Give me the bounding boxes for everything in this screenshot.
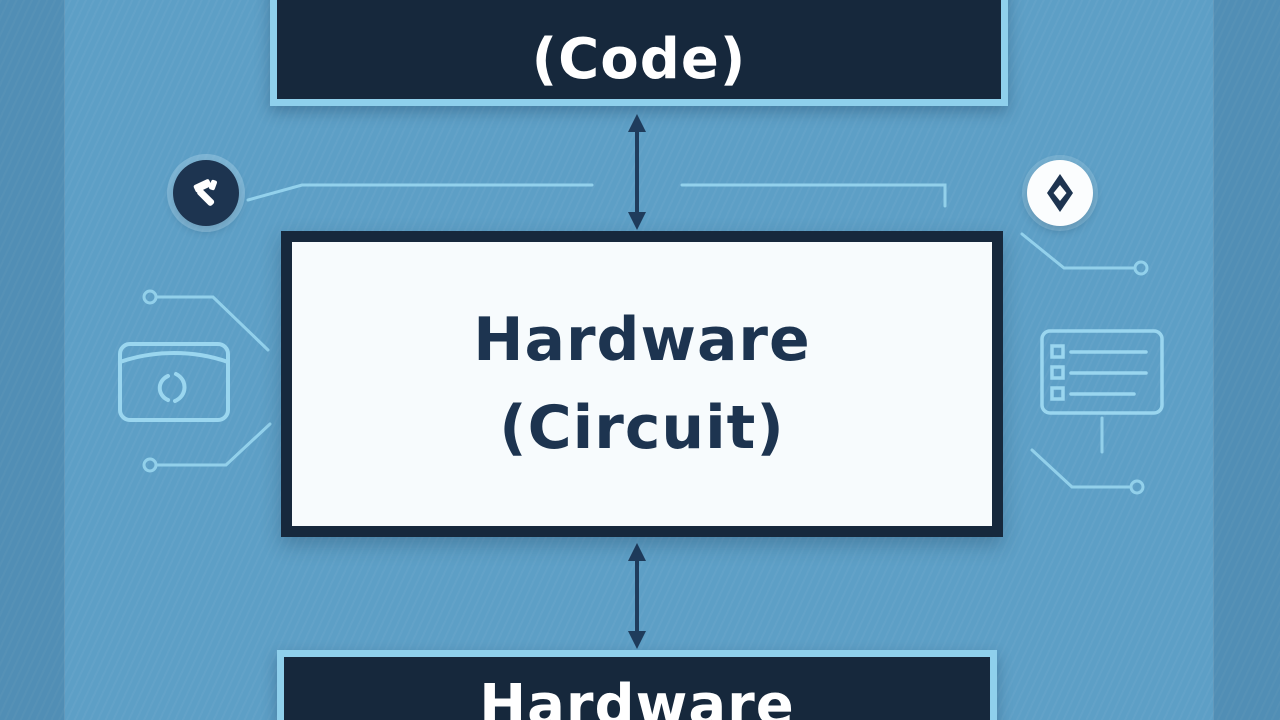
diamond-badge [1027, 160, 1093, 226]
code-box-label: (Code) [531, 27, 747, 93]
right-edge-band [1213, 0, 1280, 720]
hardware-circuit-box: Hardware (Circuit) [281, 231, 1003, 537]
hardware-box-label: Hardware [479, 673, 795, 720]
list-panel [1038, 326, 1166, 422]
diamond-icon [1047, 174, 1073, 212]
tool-icon [193, 179, 217, 206]
hardware-circuit-line1: Hardware [473, 304, 811, 375]
left-edge-band [0, 0, 65, 720]
list-panel-icon [1040, 329, 1164, 415]
tool-badge [173, 160, 239, 226]
wallet-panel [114, 330, 234, 430]
hardware-circuit-line2: (Circuit) [499, 393, 785, 463]
code-box: (Code) [270, 0, 1008, 106]
wallet-icon [118, 342, 230, 422]
hardware-box: Hardware [277, 650, 997, 720]
